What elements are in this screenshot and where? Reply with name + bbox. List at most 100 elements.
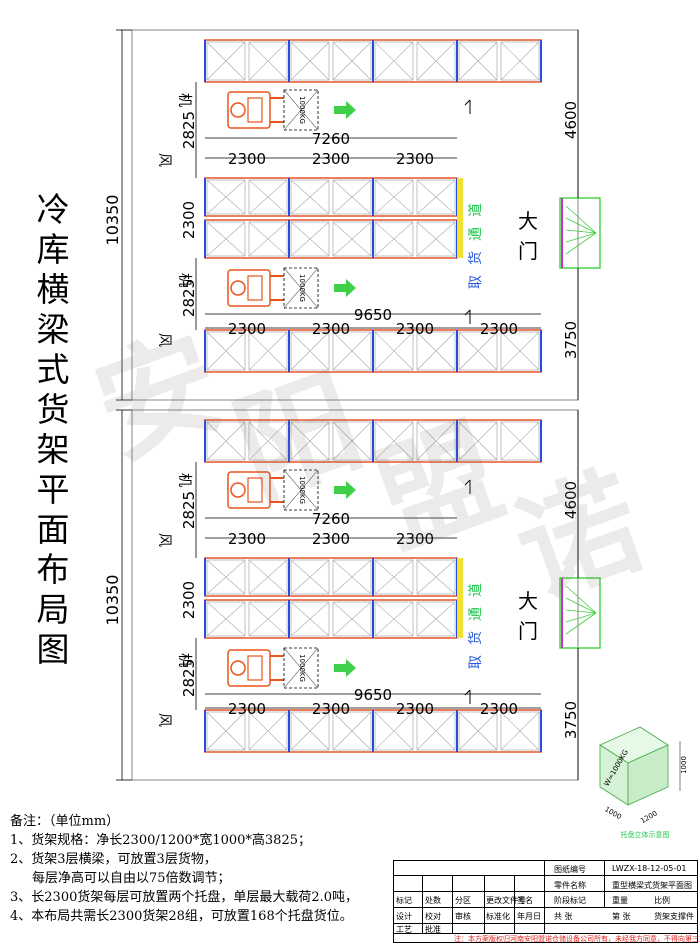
forklift-wheel [230, 660, 246, 676]
pallet-width: 1200 [639, 809, 658, 825]
pallet-cross [206, 711, 246, 751]
room-outline [131, 29, 579, 401]
pallet-slot [248, 421, 288, 461]
dim-row-gap: 2825 [180, 279, 198, 317]
pallet-cross [248, 331, 288, 371]
pallet-cross [374, 601, 414, 637]
pallet-cross [248, 179, 288, 215]
aisle-label: 取 [468, 655, 484, 669]
pallet-cross [374, 711, 414, 751]
tb-cell: 审核 [455, 912, 471, 921]
dim-door-top: 4600 [562, 481, 580, 519]
forklift-wheel [230, 482, 246, 498]
dim-long-span: 9650 [354, 686, 392, 704]
pallet-cross [206, 601, 246, 637]
note-line: 4、本布局共需长2300货架28组，可放置168个托盘货位。 [10, 909, 353, 924]
title-char: 平 [36, 470, 70, 509]
tb-cell: 重量 [612, 896, 628, 905]
pallet-cross [416, 421, 456, 461]
aisle-arrow [464, 689, 471, 696]
dim-bay-width: 2300 [228, 530, 266, 548]
aisle-label: 通 [468, 607, 484, 621]
dim-middle-span: 7260 [312, 130, 350, 148]
door-hatch [565, 597, 597, 614]
notes-header: 备注：（单位mm） [10, 814, 120, 829]
pallet-slot [206, 221, 246, 257]
door-hatch [565, 217, 597, 234]
pallet-slot [332, 221, 372, 257]
pallet-slot [248, 221, 288, 257]
pallet-slot [374, 421, 414, 461]
note-line: 1、货架规格：净长2300/1200*宽1000*高3825； [10, 833, 311, 848]
note-line: 3、长2300货架每层可放置两个托盘，单层最大载荷2.0吨， [10, 890, 359, 905]
tb-cell: 货架支撑件 [654, 912, 694, 921]
pallet-slot [206, 41, 246, 81]
fan-label: 风 [156, 333, 172, 347]
forklift-cab [247, 655, 263, 681]
aisle-arrow [464, 99, 471, 106]
title-char: 横 [36, 270, 70, 309]
pallet-slot [290, 421, 330, 461]
pallet-cross [374, 179, 414, 215]
pallet-cross [416, 221, 456, 257]
door-hatch [565, 232, 597, 255]
pallet-slot [458, 421, 498, 461]
pallet-cross [290, 331, 330, 371]
dim-door-top: 4600 [562, 101, 580, 139]
tb-cell: 分区 [455, 896, 471, 905]
forklift-tag: 1000KG [298, 274, 306, 302]
door-frame [559, 577, 601, 649]
pallet-cross [290, 559, 330, 595]
forklift-pallet [283, 647, 319, 689]
tb-cell: 签名 [517, 896, 533, 905]
rack-row [204, 599, 458, 639]
dim-door-bottom: 3750 [562, 321, 580, 359]
pallet-cross [290, 711, 330, 751]
pallet-slot [458, 711, 498, 751]
pallet-slot [374, 179, 414, 215]
aisle-label: 道 [468, 203, 484, 217]
dim-bay-width: 2300 [396, 320, 434, 338]
aisle-label: 货 [467, 251, 484, 265]
pallet-slot [416, 41, 456, 81]
pallet-slot [332, 331, 372, 371]
note-line: 每层净高可以自由以75倍数调节； [32, 871, 231, 886]
pallet-cross [248, 421, 288, 461]
pallet-cross [206, 559, 246, 595]
pallet-slot [290, 601, 330, 637]
pallet-slot [332, 421, 372, 461]
door-hatch [565, 612, 597, 623]
title-char: 局 [36, 590, 70, 629]
dim-long-span: 9650 [354, 306, 392, 324]
title-char: 货 [36, 390, 70, 429]
pallet-cross [248, 41, 288, 81]
pallet-cross [416, 41, 456, 81]
pallet-slot [248, 331, 288, 371]
pallet-cross [374, 221, 414, 257]
drawing-no: LWZX-18-12-05-01 [612, 864, 687, 873]
dim-bay-width: 2300 [312, 700, 350, 718]
pallet-cross [248, 221, 288, 257]
forklift-pallet-cross [283, 469, 319, 511]
tb-cell: 校对 [425, 912, 441, 921]
pallet-cross [248, 601, 288, 637]
forklift-pallet-cross [283, 647, 319, 689]
pallet-cross [290, 421, 330, 461]
dim-bay-width: 2300 [228, 700, 266, 718]
tb-cell: 批准 [425, 925, 441, 934]
drawing-title: 冷 库 横 梁 式 货 架 平 面 布 局 图 [28, 190, 78, 670]
pallet-slot [206, 421, 246, 461]
pallet-cross [500, 711, 540, 751]
direction-arrow [334, 659, 356, 677]
aisle-marker [457, 558, 463, 638]
pallet-cross [206, 221, 246, 257]
pallet-slot [248, 41, 288, 81]
dim-bay-width: 2300 [228, 320, 266, 338]
pallet-front [627, 744, 669, 806]
pallet-slot [374, 221, 414, 257]
forklift-cab [247, 477, 263, 503]
tb-cell: 标准化 [486, 912, 510, 921]
dim-door-bottom: 3750 [562, 701, 580, 739]
pallet-cross [332, 711, 372, 751]
